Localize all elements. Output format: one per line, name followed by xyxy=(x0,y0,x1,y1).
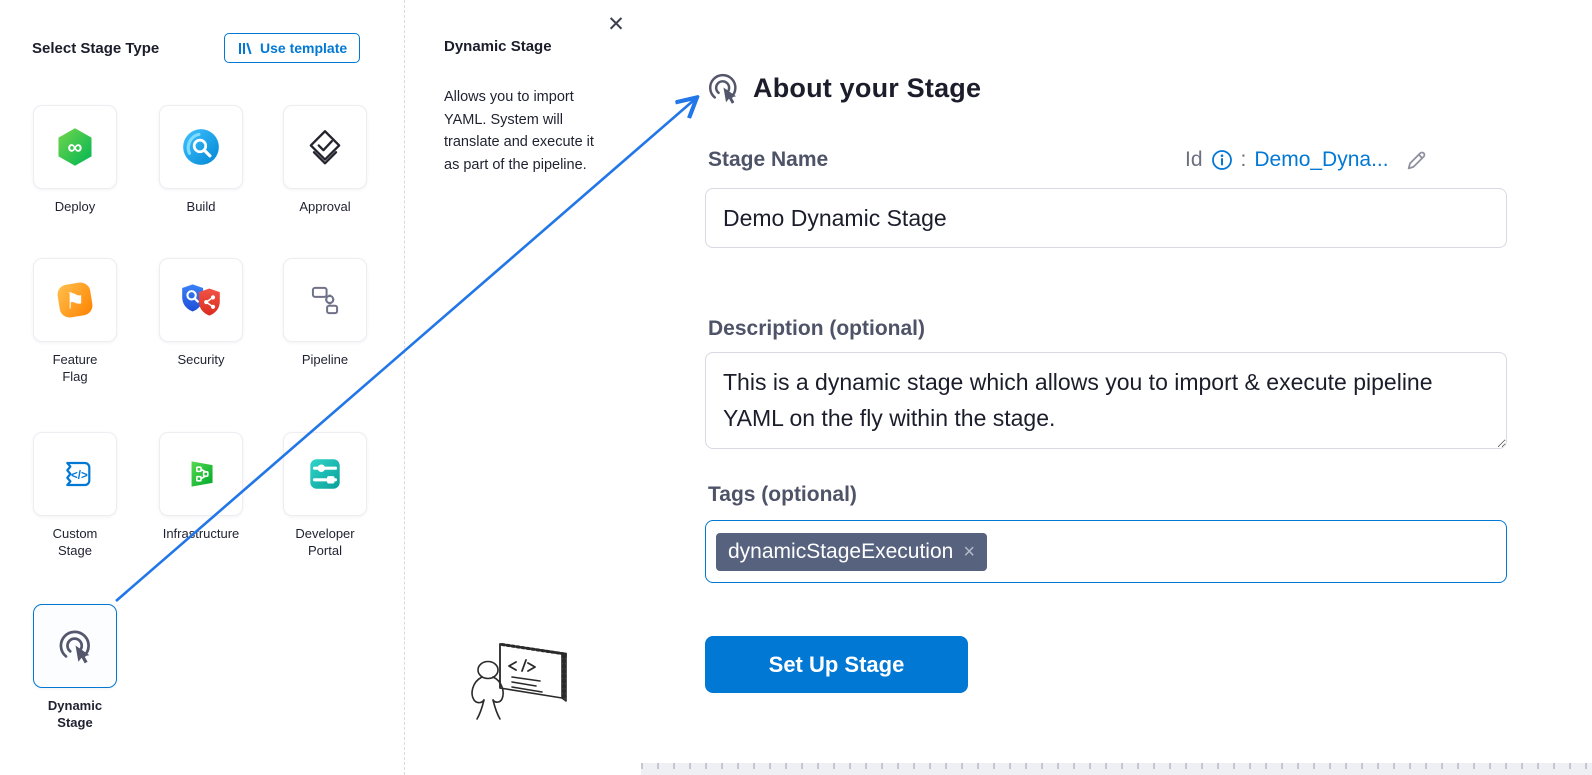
pipeline-icon xyxy=(311,286,339,315)
tag-remove-icon[interactable]: × xyxy=(963,540,975,563)
id-colon: : xyxy=(1240,148,1247,171)
description-label: Description (optional) xyxy=(708,317,925,340)
template-library-icon xyxy=(239,42,252,54)
stage-label-approval: Approval xyxy=(299,199,351,214)
select-stage-type-title: Select Stage Type xyxy=(32,40,160,57)
id-label: Id xyxy=(1185,148,1203,171)
stage-label-dynamic-stage: Dynamic Stage xyxy=(47,698,103,730)
infrastructure-icon xyxy=(191,461,213,487)
deploy-icon: ∞ xyxy=(58,128,92,166)
custom-stage-icon: </> xyxy=(66,461,91,487)
svg-text:⚑: ⚑ xyxy=(65,288,85,313)
panel-divider xyxy=(404,0,405,775)
tag-chip: dynamicStageExecution × xyxy=(716,532,987,571)
info-icon[interactable] xyxy=(1211,149,1233,171)
about-stage-header: About your Stage xyxy=(703,68,981,108)
stage-card-feature-flag[interactable]: ⚑ xyxy=(33,258,117,342)
use-template-label: Use template xyxy=(260,40,348,56)
about-stage-title: About your Stage xyxy=(753,72,982,103)
tags-input[interactable]: dynamicStageExecution × xyxy=(705,520,1507,583)
svg-text:</>: </> xyxy=(71,470,88,482)
stage-label-feature-flag: Feature Flag xyxy=(52,352,98,384)
presenter-whiteboard-illustration xyxy=(471,643,567,720)
set-up-stage-button[interactable]: Set Up Stage xyxy=(705,636,968,693)
build-icon xyxy=(183,129,219,165)
info-panel-description: Allows you to import YAML. System will t… xyxy=(444,89,594,173)
stage-card-pipeline[interactable] xyxy=(283,258,367,342)
stage-label-deploy: Deploy xyxy=(54,199,96,214)
stage-label-infrastructure: Infrastructure xyxy=(162,526,240,541)
use-template-button[interactable]: Use template xyxy=(224,33,361,63)
stage-card-infrastructure[interactable] xyxy=(159,432,243,516)
approval-icon xyxy=(309,130,341,165)
close-icon[interactable]: ✕ xyxy=(607,12,625,36)
stage-card-approval[interactable] xyxy=(283,105,367,189)
stage-card-deploy[interactable]: ∞ xyxy=(33,105,117,189)
stage-label-pipeline: Pipeline xyxy=(301,352,349,367)
stage-label-developer-portal: Developer Portal xyxy=(295,526,355,558)
stage-name-label: Stage Name xyxy=(708,148,829,171)
feature-flag-icon: ⚑ xyxy=(57,282,93,318)
security-icon xyxy=(182,284,220,316)
tags-label: Tags (optional) xyxy=(708,483,857,506)
id-value[interactable]: Demo_Dyna... xyxy=(1254,148,1389,171)
stage-card-build[interactable] xyxy=(159,105,243,189)
stage-label-security: Security xyxy=(177,352,225,367)
tag-chip-text: dynamicStageExecution xyxy=(728,539,954,563)
stage-id-row: Id : Demo_Dyna... xyxy=(1185,148,1525,172)
stage-label-build: Build xyxy=(186,199,216,214)
stage-label-custom-stage: Custom Stage xyxy=(52,526,98,558)
stage-name-input[interactable] xyxy=(705,188,1507,248)
canvas-grid-strip xyxy=(641,763,1592,775)
dynamic-stage-icon xyxy=(59,630,90,664)
stage-card-custom-stage[interactable]: </> xyxy=(33,432,117,516)
stage-card-security[interactable] xyxy=(159,258,243,342)
stage-card-developer-portal[interactable] xyxy=(283,432,367,516)
svg-text:∞: ∞ xyxy=(68,136,83,159)
about-stage-click-icon xyxy=(708,73,737,104)
developer-portal-icon xyxy=(310,459,340,489)
stage-card-dynamic-stage[interactable] xyxy=(33,604,117,688)
edit-pencil-icon[interactable] xyxy=(1405,149,1428,172)
info-panel-title: Dynamic Stage xyxy=(444,38,552,55)
description-textarea[interactable]: This is a dynamic stage which allows you… xyxy=(705,352,1507,449)
